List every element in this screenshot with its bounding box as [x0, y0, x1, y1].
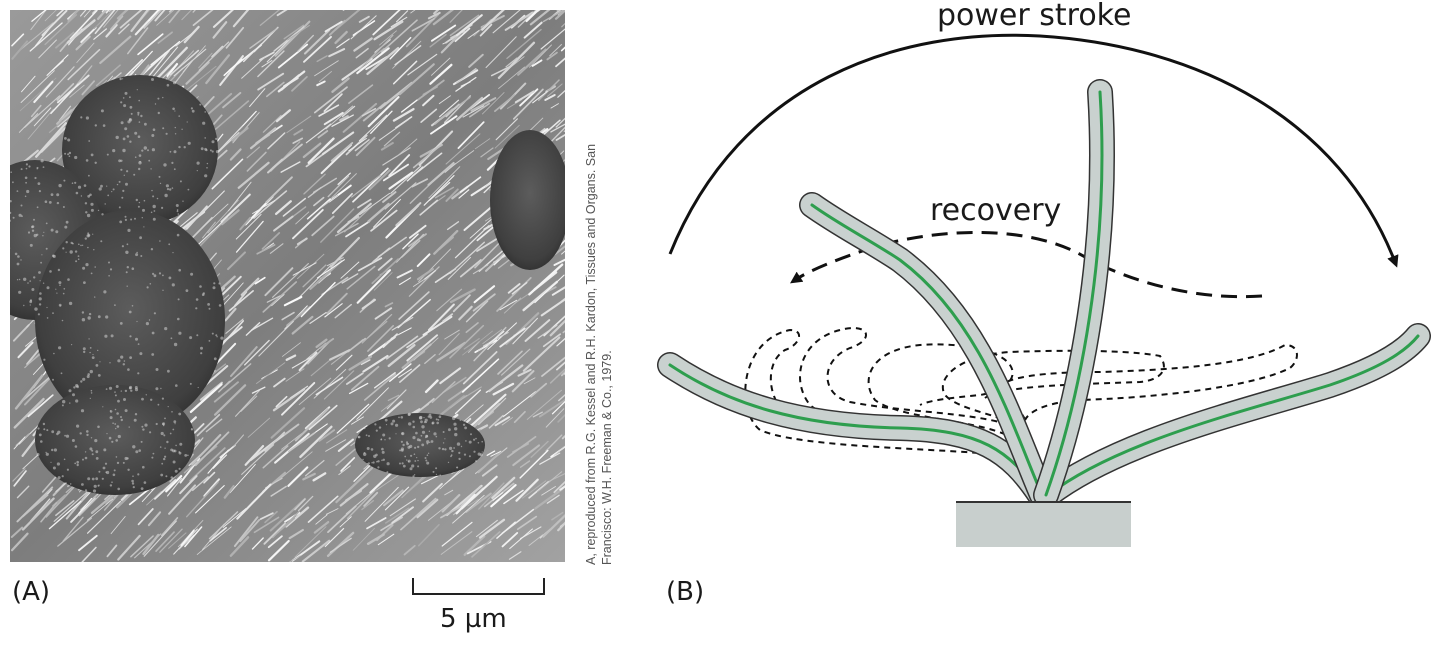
- recovery-label: recovery: [930, 193, 1062, 228]
- cilium-diagonal: [799, 192, 1055, 508]
- micrograph-image: [10, 10, 565, 562]
- panel-b-label: (B): [666, 577, 705, 607]
- scale-bar: [412, 578, 545, 595]
- recovery-arrow: [790, 230, 1263, 299]
- cilium-right: [1035, 323, 1431, 508]
- surface-speckles: [10, 77, 484, 493]
- image-credit-line-2: Francisco: W.H. Freeman & Co., 1979.: [600, 350, 614, 565]
- cell-base: [956, 502, 1131, 547]
- image-credit: A, reproduced from R.G. Kessel and R.H. …: [583, 65, 615, 565]
- image-credit-line-1: A, reproduced from R.G. Kessel and R.H. …: [584, 143, 598, 565]
- cell-surface-blob: [355, 413, 485, 477]
- power-stroke-label: power stroke: [937, 0, 1132, 33]
- panel-a-label: (A): [12, 577, 51, 607]
- cell-surface-blob: [490, 130, 565, 270]
- cell-surface-blob: [35, 210, 225, 430]
- cilium-upright: [1033, 79, 1115, 508]
- cell-surface-blob: [35, 385, 195, 495]
- cilium-left: [657, 352, 1053, 508]
- power-stroke-arrow: [668, 33, 1399, 268]
- scale-bar-label: 5 µm: [440, 604, 507, 634]
